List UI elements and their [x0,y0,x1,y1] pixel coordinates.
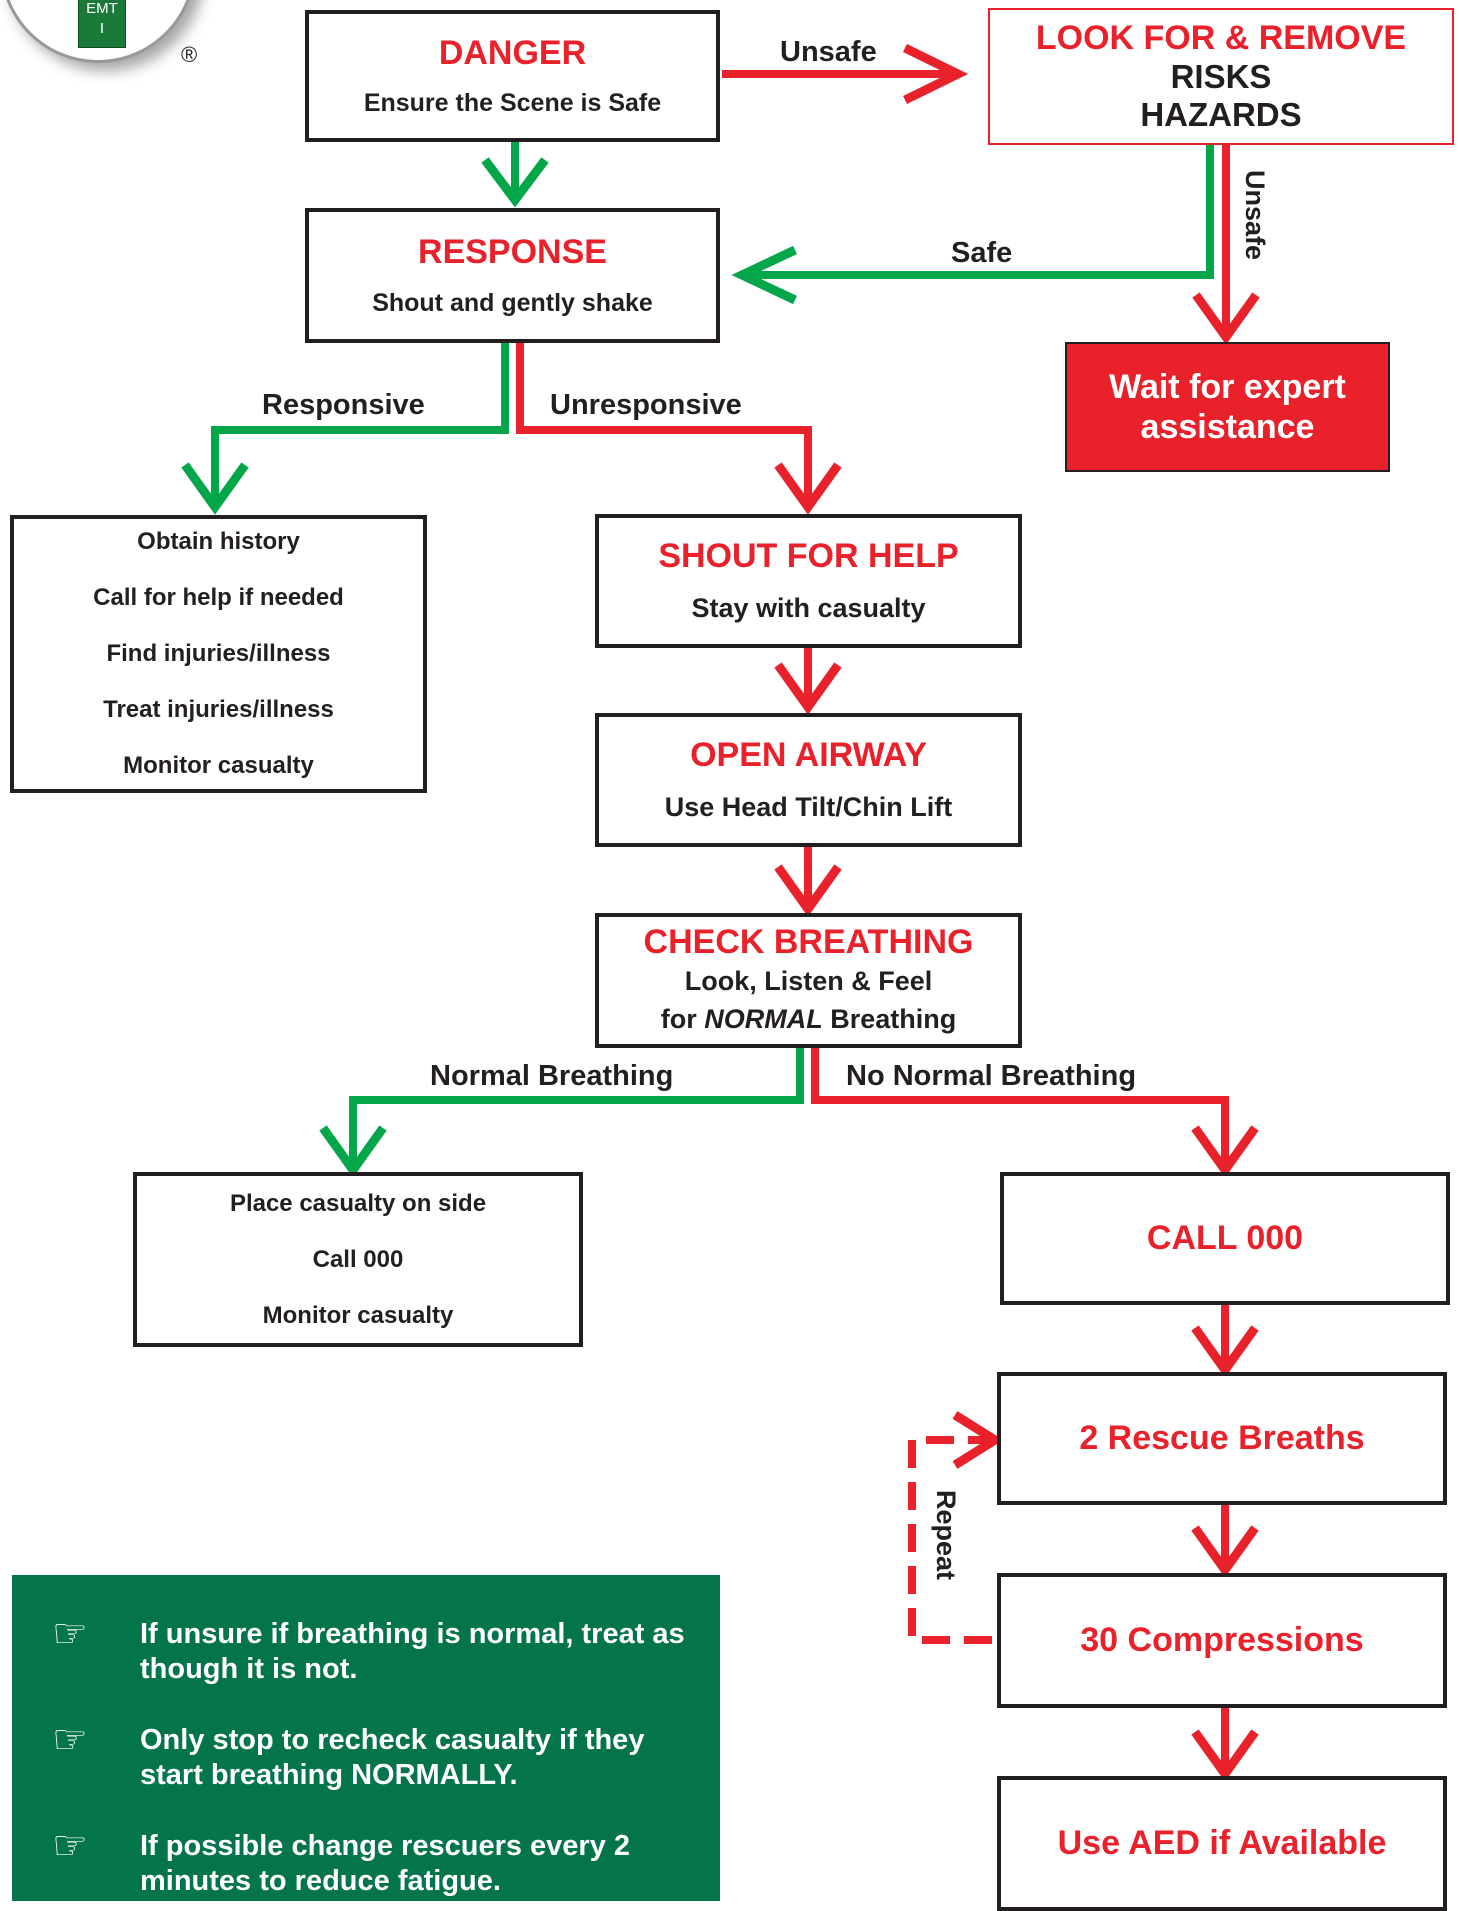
label-normal-breathing: Normal Breathing [430,1060,674,1092]
breathing-line1: Look, Listen & Feel [684,966,933,997]
airway-title: OPEN AIRWAY [690,736,927,775]
node-open-airway: OPEN AIRWAY Use Head Tilt/Chin Lift [595,713,1022,847]
normal-action-1: Place casualty on side [229,1189,487,1217]
arrowhead [181,462,249,515]
arrowhead [774,462,842,515]
note-item: ☞ Only stop to recheck casualty if they … [52,1718,690,1793]
airway-subtitle: Use Head Tilt/Chin Lift [664,792,953,823]
call-title: CALL 000 [1146,1218,1304,1257]
arrowhead [1191,1729,1259,1782]
arrowhead [903,43,969,105]
note-item: ☞ If unsure if breathing is normal, trea… [52,1612,690,1687]
arrowhead [952,1411,1004,1469]
edge-remove-response [750,143,1214,279]
note-text: If possible change rescuers every 2 minu… [140,1830,631,1897]
arrowhead [1191,1525,1259,1578]
response-title: RESPONSE [418,232,607,271]
shout-subtitle: Stay with casualty [691,593,926,624]
note-text: Only stop to recheck casualty if they st… [140,1724,645,1791]
shout-title: SHOUT FOR HELP [658,537,959,576]
registered-mark: ® [181,42,198,67]
responsive-action-1: Obtain history [137,528,300,555]
label-repeat: Repeat [931,1490,961,1581]
edge-repeat-loop [908,1436,992,1644]
arrowhead [774,864,842,917]
arrowhead [1191,1325,1259,1378]
node-use-aed: Use AED if Available [997,1776,1447,1911]
danger-title: DANGER [438,34,587,73]
responsive-action-2: Call for help if needed [93,584,344,611]
node-shout-help: SHOUT FOR HELP Stay with casualty [595,514,1022,648]
node-remove-hazards: LOOK FOR & REMOVE RISKS HAZARDS [988,8,1454,145]
pointing-hand-icon: ☞ [52,1718,88,1762]
breathing-title: CHECK BREATHING [643,922,974,961]
arrowhead [774,662,842,715]
label-responsive: Responsive [262,389,425,421]
arrowhead [481,157,549,208]
normal-action-2: Call 000 [312,1245,404,1273]
node-normal-actions: Place casualty on side Call 000 Monitor … [133,1172,583,1347]
remove-hazards: HAZARDS [1140,96,1302,134]
breathing-line2: for NORMAL Breathing [661,1000,957,1038]
arrowhead [319,1125,387,1178]
arrowhead [1192,292,1260,345]
arrowhead [1191,1125,1259,1178]
label-unresponsive: Unresponsive [550,389,742,421]
breathing-line2-post: Breathing [822,1004,957,1035]
responsive-action-4: Treat injuries/illness [103,696,334,723]
breathing-line2-emphasis: NORMAL [704,1004,823,1035]
edge-breathing-normal [349,1048,804,1168]
aed-title: Use AED if Available [1057,1823,1387,1862]
responsive-action-5: Monitor casualty [123,752,314,779]
edge-response-responsive [211,343,509,505]
node-check-breathing: CHECK BREATHING Look, Listen & Feel for … [595,913,1022,1048]
arrowhead [731,245,797,305]
pointing-hand-icon: ☞ [52,1824,88,1868]
edge-breathing-call [811,1048,1229,1168]
pointing-hand-icon: ☞ [52,1612,88,1656]
remove-title: LOOK FOR & REMOVE [1035,19,1407,58]
response-subtitle: Shout and gently shake [372,289,653,318]
node-responsive-actions: Obtain history Call for help if needed F… [10,515,427,793]
note-item: ☞ If possible change rescuers every 2 mi… [52,1824,690,1899]
node-compressions: 30 Compressions [997,1573,1447,1708]
danger-subtitle: Ensure the Scene is Safe [363,88,662,117]
breaths-title: 2 Rescue Breaths [1079,1418,1365,1457]
notes-panel: ☞ If unsure if breathing is normal, trea… [12,1575,720,1901]
node-danger: DANGER Ensure the Scene is Safe [305,10,720,142]
compressions-title: 30 Compressions [1080,1620,1364,1659]
edge-response-shout [516,343,812,505]
node-response: RESPONSE Shout and gently shake [305,208,720,343]
normal-action-3: Monitor casualty [262,1301,454,1329]
node-call-000: CALL 000 [1000,1172,1450,1305]
label-safe: Safe [951,237,1013,269]
responsive-action-3: Find injuries/illness [106,640,331,667]
breathing-line2-pre: for [660,1004,705,1035]
label-unsafe-side: Unsafe [1240,170,1270,261]
node-rescue-breaths: 2 Rescue Breaths [997,1372,1447,1505]
node-wait-expert: Wait for expert assistance [1065,342,1390,472]
label-unsafe-top: Unsafe [780,36,877,68]
note-text: If unsure if breathing is normal, treat … [140,1618,685,1685]
remove-risks: RISKS [1170,58,1272,96]
label-no-normal-breathing: No Normal Breathing [846,1060,1137,1092]
wait-title: Wait for expert assistance [1109,368,1346,446]
